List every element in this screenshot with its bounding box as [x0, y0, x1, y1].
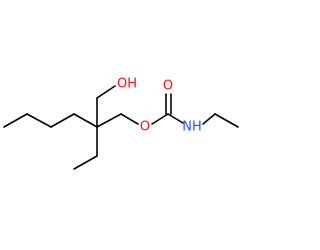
carbonyl-oxygen-label: O [163, 79, 173, 94]
amine-label: NH [182, 120, 202, 135]
bond-quaternary-ch2 [96, 113, 122, 128]
bond-butyl-2 [26, 113, 52, 128]
bond-butyl-3 [50, 113, 75, 128]
bond-ch2-ester-o [120, 113, 139, 125]
bond-ethyl-2 [73, 155, 98, 170]
bond-butyl-4 [73, 113, 98, 128]
bond-nh-ch2 [202, 113, 216, 125]
bond-ester-o-carbonyl [151, 113, 169, 125]
bond-carbonyl-nh [167, 113, 184, 124]
bond-ethyl-terminal [214, 113, 239, 128]
hydroxyl-label: OH [117, 77, 137, 92]
ester-oxygen-label: O [140, 120, 150, 135]
bond-ch2-oh [96, 85, 116, 99]
bond-butyl-1 [3, 113, 28, 128]
molecule-structure: OH O O NH [3, 77, 239, 170]
